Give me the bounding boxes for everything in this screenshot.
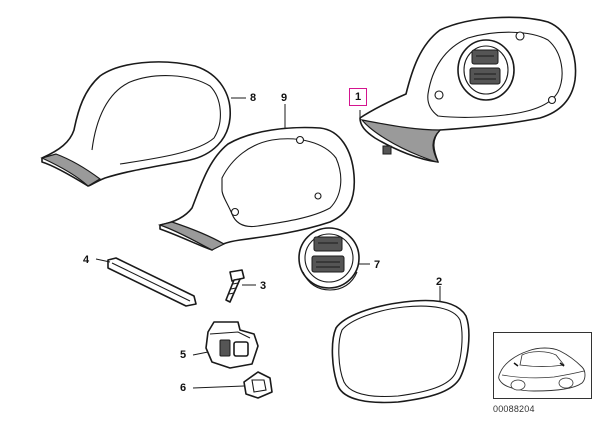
part-7-adjustment-motor[interactable] [298,227,360,291]
callout-part-2[interactable]: 2 [436,276,443,288]
callout-part-1[interactable]: 1 [349,88,368,106]
callout-part-8[interactable]: 8 [250,92,257,104]
leader-4 [95,258,111,263]
callout-part-3[interactable]: 3 [260,280,267,292]
callout-part-6[interactable]: 6 [180,382,187,394]
part-4-seal-strip[interactable] [107,257,197,307]
leader-5 [192,351,209,356]
part-2-mirror-glass[interactable] [331,299,470,404]
part-6-cap-nut[interactable] [243,371,273,399]
part-3-screw[interactable] [225,269,245,303]
callout-part-7[interactable]: 7 [374,259,381,271]
car-sketch-icon [498,347,586,392]
diagram-id: 00088204 [493,404,535,414]
housing-motor [457,39,515,101]
part-9-mirror-frame[interactable] [157,126,356,251]
callout-part-9[interactable]: 9 [281,92,288,104]
leader-6 [192,385,245,389]
part-1-mirror-base-housing[interactable] [359,16,577,163]
part-8-outer-cover[interactable] [40,61,231,187]
callout-part-4[interactable]: 4 [83,254,90,266]
callout-part-5[interactable]: 5 [180,349,187,361]
part-5-clip[interactable] [205,321,259,369]
vehicle-location-thumbnail [493,332,592,399]
